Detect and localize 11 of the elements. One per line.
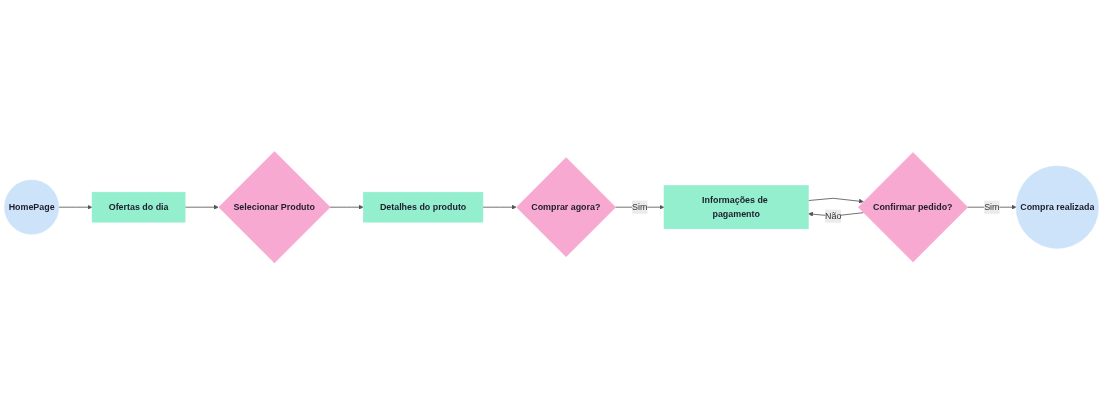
node-box: Ofertas do dia: [91, 191, 186, 223]
node-box: Detalhes do produto: [362, 191, 484, 223]
node-diamond: Confirmar pedido?: [858, 152, 969, 262]
edge-label: Sim: [984, 202, 1000, 212]
node-circle: Compra realizada: [1015, 165, 1099, 249]
node-box: Informações de pagamento: [663, 185, 809, 229]
edge-label: Não: [825, 210, 842, 221]
edge-label: Sim: [632, 202, 648, 212]
node-diamond: Comprar agora?: [516, 157, 616, 257]
node-diamond: Selecionar Produto: [218, 151, 331, 263]
node-circle: HomePage: [4, 179, 60, 235]
